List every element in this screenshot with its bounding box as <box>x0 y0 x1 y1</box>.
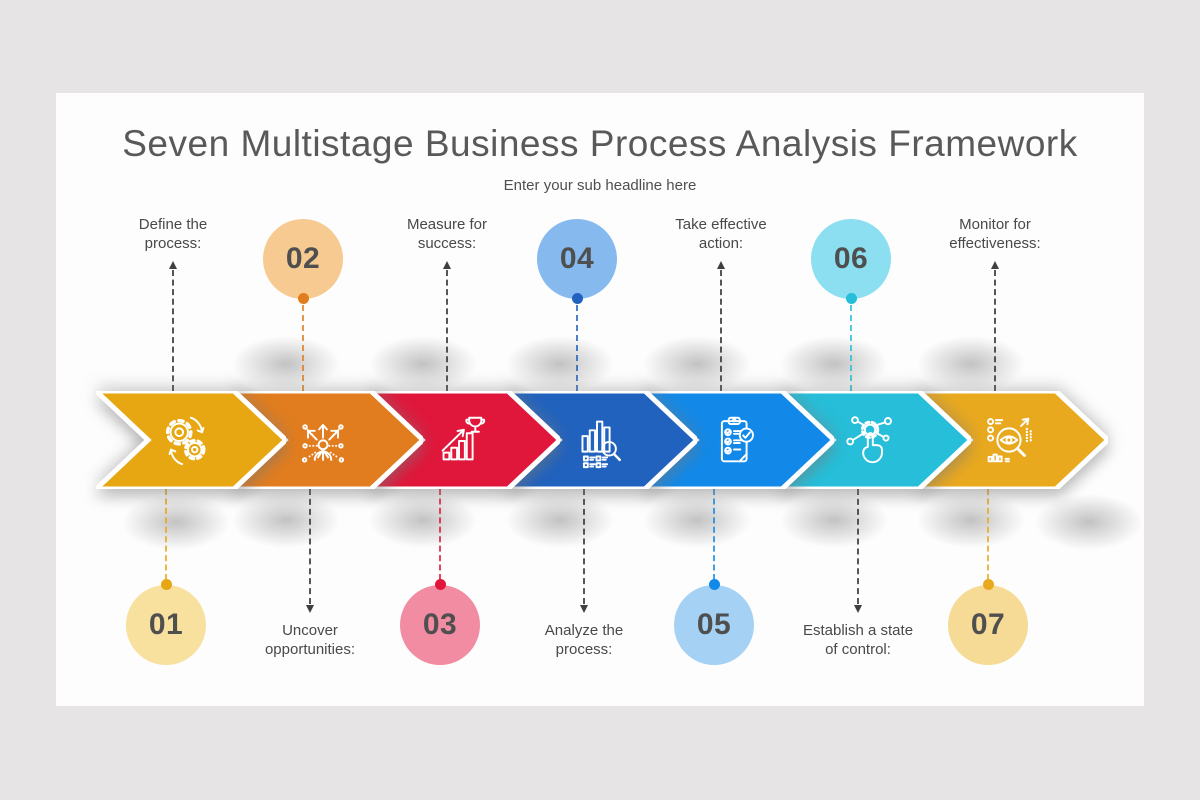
junction-shadow <box>1014 483 1164 561</box>
step-number: 05 <box>696 608 732 641</box>
step-label-text: Measure for success: <box>406 216 488 252</box>
circle-connector-line <box>987 489 989 580</box>
step-label: Measure for success: <box>385 211 510 253</box>
label-connector-line <box>720 270 722 391</box>
gears-process-icon <box>165 416 206 466</box>
connector-dot <box>708 579 720 590</box>
step-label: Analyze the process: <box>522 621 647 659</box>
connector-dot <box>160 579 172 590</box>
junction-shadow <box>759 481 909 559</box>
up-arrowhead-icon <box>990 261 999 269</box>
junction-shadow <box>348 481 498 559</box>
down-arrowhead-icon <box>305 605 314 613</box>
step-label-text: Uncover opportunities: <box>264 622 356 658</box>
down-arrowhead-icon <box>853 605 862 613</box>
circle-connector-line <box>850 305 852 391</box>
step-label-text: Define the process: <box>138 216 208 252</box>
slide-title: Seven Multistage Business Process Analys… <box>122 123 1078 164</box>
up-arrowhead-icon <box>442 261 451 269</box>
step-label: Uncover opportunities: <box>248 621 373 659</box>
chart-magnifier-icon <box>581 420 622 469</box>
step-number-circle: 03 <box>400 585 480 665</box>
step-number-circle: 07 <box>948 585 1028 665</box>
person-arrows-icon <box>301 424 345 463</box>
label-connector-line <box>583 489 585 604</box>
step-label-text: Analyze the process: <box>544 622 624 658</box>
step-label-text: Monitor for effectiveness: <box>949 216 1041 252</box>
label-connector-line <box>857 489 859 604</box>
junction-shadow <box>622 481 772 559</box>
circle-connector-line <box>165 489 167 580</box>
circle-connector-line <box>576 305 578 391</box>
connector-dot <box>571 293 583 304</box>
down-arrowhead-icon <box>579 605 588 613</box>
step-number: 02 <box>285 242 321 275</box>
junction-shadow <box>485 481 635 559</box>
eye-magnifier-icon <box>987 417 1032 463</box>
step-number-circle: 02 <box>263 219 343 299</box>
junction-shadow <box>896 481 1046 559</box>
label-connector-line <box>446 270 448 391</box>
junction-shadow <box>101 483 251 561</box>
label-connector-line <box>172 270 174 391</box>
up-arrowhead-icon <box>716 261 725 269</box>
circle-connector-line <box>439 489 441 580</box>
step-number-circle: 05 <box>674 585 754 665</box>
connector-dot <box>297 293 309 304</box>
connector-dot <box>982 579 994 590</box>
connector-dot <box>845 293 857 304</box>
slide-canvas: Seven Multistage Business Process Analys… <box>56 93 1164 706</box>
step-arrow <box>96 391 286 489</box>
circle-connector-line <box>302 305 304 391</box>
step-number: 03 <box>422 608 458 641</box>
step-number: 07 <box>970 608 1006 641</box>
step-label: Monitor for effectiveness: <box>933 211 1058 253</box>
step-number: 01 <box>148 608 184 641</box>
circle-connector-line <box>713 489 715 580</box>
clipboard-checklist-icon <box>720 416 754 463</box>
slide-subtitle: Enter your sub headline here <box>503 177 697 194</box>
label-connector-line <box>994 270 996 391</box>
connector-dot <box>434 579 446 590</box>
touch-network-icon <box>846 416 893 464</box>
step-number-circle: 04 <box>537 219 617 299</box>
up-arrowhead-icon <box>168 261 177 269</box>
step-number: 04 <box>559 242 595 275</box>
step-label-text: Establish a state of control: <box>802 622 914 658</box>
step-label: Take effective action: <box>659 211 784 253</box>
label-connector-line <box>309 489 311 604</box>
growth-trophy-icon <box>441 416 486 461</box>
step-label-text: Take effective action: <box>675 216 767 252</box>
step-label: Define the process: <box>111 211 236 253</box>
step-label: Establish a state of control: <box>796 621 921 659</box>
step-number: 06 <box>833 242 869 275</box>
junction-shadow <box>211 481 361 559</box>
step-number-circle: 01 <box>126 585 206 665</box>
step-number-circle: 06 <box>811 219 891 299</box>
